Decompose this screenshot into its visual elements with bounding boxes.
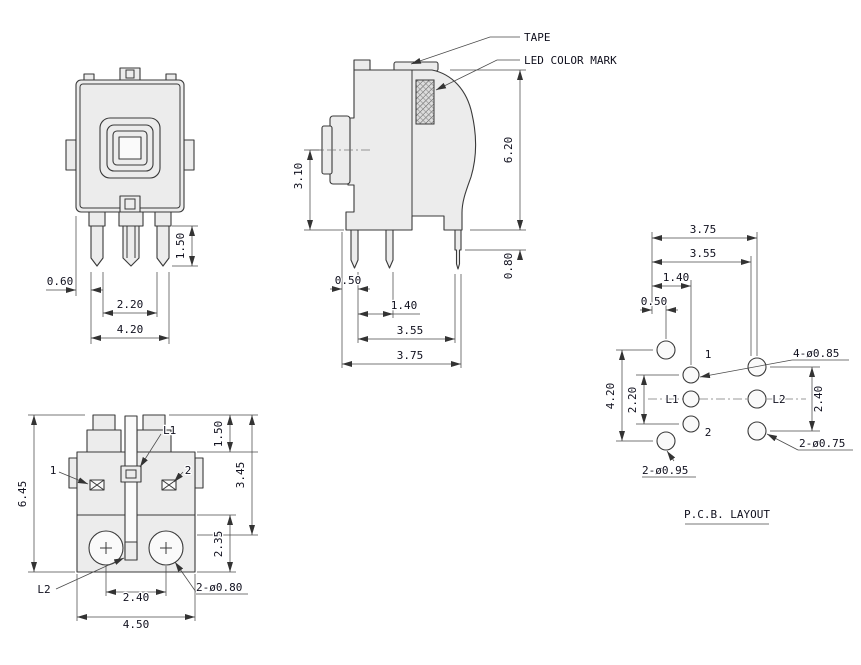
led-color-mark-area (415, 79, 435, 125)
dim-bottom-boss-pitch: 2.40 (123, 591, 150, 604)
side-view-body (310, 59, 477, 270)
pcb-label-l1: L1 (665, 393, 678, 406)
dim-side-b: 1.40 (391, 299, 418, 312)
led-terminal-l1 (120, 465, 142, 483)
label-l1: L1 (163, 424, 176, 437)
dim-pcb-inner: 2.20 (626, 387, 639, 414)
dim-pcb-a: 0.50 (641, 295, 668, 308)
pcb-holes (656, 340, 767, 451)
dim-bottom-upper: 3.45 (234, 462, 247, 489)
hole-switch-pin1 (682, 366, 700, 384)
dim-pcb-outer: 4.20 (604, 383, 617, 410)
dim-pcb-b: 1.40 (663, 271, 690, 284)
side-pin-rear (385, 229, 394, 269)
callout-boss-holes: 2-ø0.80 (196, 581, 242, 594)
hole-led-l2 (747, 389, 767, 409)
dim-bottom-width: 4.50 (123, 618, 150, 631)
dim-side-lead: 0.80 (502, 253, 515, 280)
callout-tape: TAPE (524, 31, 551, 44)
dim-front-pin-offset: 0.60 (47, 275, 74, 288)
bottom-view-body (68, 414, 204, 573)
pcb-labels: 1 2 L1 L2 4-ø0.85 2-ø0.75 2-ø0.95 P.C.B.… (641, 346, 853, 525)
hole-right-bottom (747, 421, 767, 441)
side-pin-front (350, 229, 359, 269)
side-view-dimensions: 3.10 6.20 0.80 0.50 1.40 3.55 3.75 (291, 69, 526, 368)
front-pin-left (90, 225, 104, 267)
hole-switch-pin2 (682, 415, 700, 433)
pcb-label-l2: L2 (772, 393, 785, 406)
center-channel (124, 415, 138, 561)
pcb-dimensions: 3.75 3.55 1.40 0.50 4.20 2.20 2.40 (603, 222, 826, 442)
dim-side-c: 3.55 (397, 324, 424, 337)
hole-right-top (747, 357, 767, 377)
pin1-section (89, 479, 105, 491)
front-view: 0.60 2.20 4.20 1.50 (46, 67, 198, 344)
dim-side-a: 0.50 (335, 274, 362, 287)
dim-side-d: 3.75 (397, 349, 424, 362)
pin2-section (161, 479, 177, 491)
front-pin-right (156, 225, 170, 267)
label-l2: L2 (37, 583, 50, 596)
front-led-lead (122, 225, 140, 267)
pcb-layout-title: P.C.B. LAYOUT (684, 508, 770, 521)
hole-led-l1 (682, 390, 700, 408)
dim-pcb-d: 3.75 (690, 223, 717, 236)
callout-switch-holes: 4-ø0.85 (793, 347, 839, 360)
label-pin2: 2 (185, 464, 192, 477)
dim-front-pin-length: 1.50 (174, 233, 187, 260)
dim-bottom-tab: 1.50 (212, 421, 225, 448)
front-view-dimensions: 0.60 2.20 4.20 1.50 (46, 216, 198, 344)
led-terminal-l2 (124, 541, 138, 561)
hole-switch-front-top (656, 340, 676, 360)
pcb-layout: 3.75 3.55 1.40 0.50 4.20 2.20 2.40 1 2 L… (603, 222, 853, 525)
callout-locating-holes: 2-ø0.95 (642, 464, 688, 477)
bottom-view-labels: L1 1 2 L2 2-ø0.80 (36, 423, 248, 597)
callout-led-color-mark: LED COLOR MARK (524, 54, 617, 67)
dim-pcb-right: 2.40 (812, 386, 825, 413)
dim-bottom-lower: 2.35 (212, 531, 225, 558)
side-view: TAPE LED COLOR MARK 3.10 6.20 0.80 0.50 (291, 30, 618, 368)
dim-side-height: 6.20 (502, 137, 515, 164)
dim-side-actuator: 3.10 (292, 163, 305, 190)
dim-bottom-total: 6.45 (16, 481, 29, 508)
dim-front-inner-pitch: 2.20 (117, 298, 144, 311)
callout-led-holes: 2-ø0.75 (799, 437, 845, 450)
hole-switch-front-bottom (656, 431, 676, 451)
side-view-callouts: TAPE LED COLOR MARK (410, 30, 618, 91)
pcb-label-pin1: 1 (705, 348, 712, 361)
front-view-body (65, 67, 195, 267)
bottom-view-dimensions: 6.45 1.50 3.45 2.35 2.40 4.50 (15, 414, 258, 632)
bottom-view: L1 1 2 L2 2-ø0.80 6.45 1.50 3.45 (15, 414, 258, 632)
side-led-lead (454, 229, 462, 270)
pcb-label-pin2: 2 (705, 426, 712, 439)
label-pin1: 1 (50, 464, 57, 477)
dim-front-outer-pitch: 4.20 (117, 323, 144, 336)
dim-pcb-c: 3.55 (690, 247, 717, 260)
